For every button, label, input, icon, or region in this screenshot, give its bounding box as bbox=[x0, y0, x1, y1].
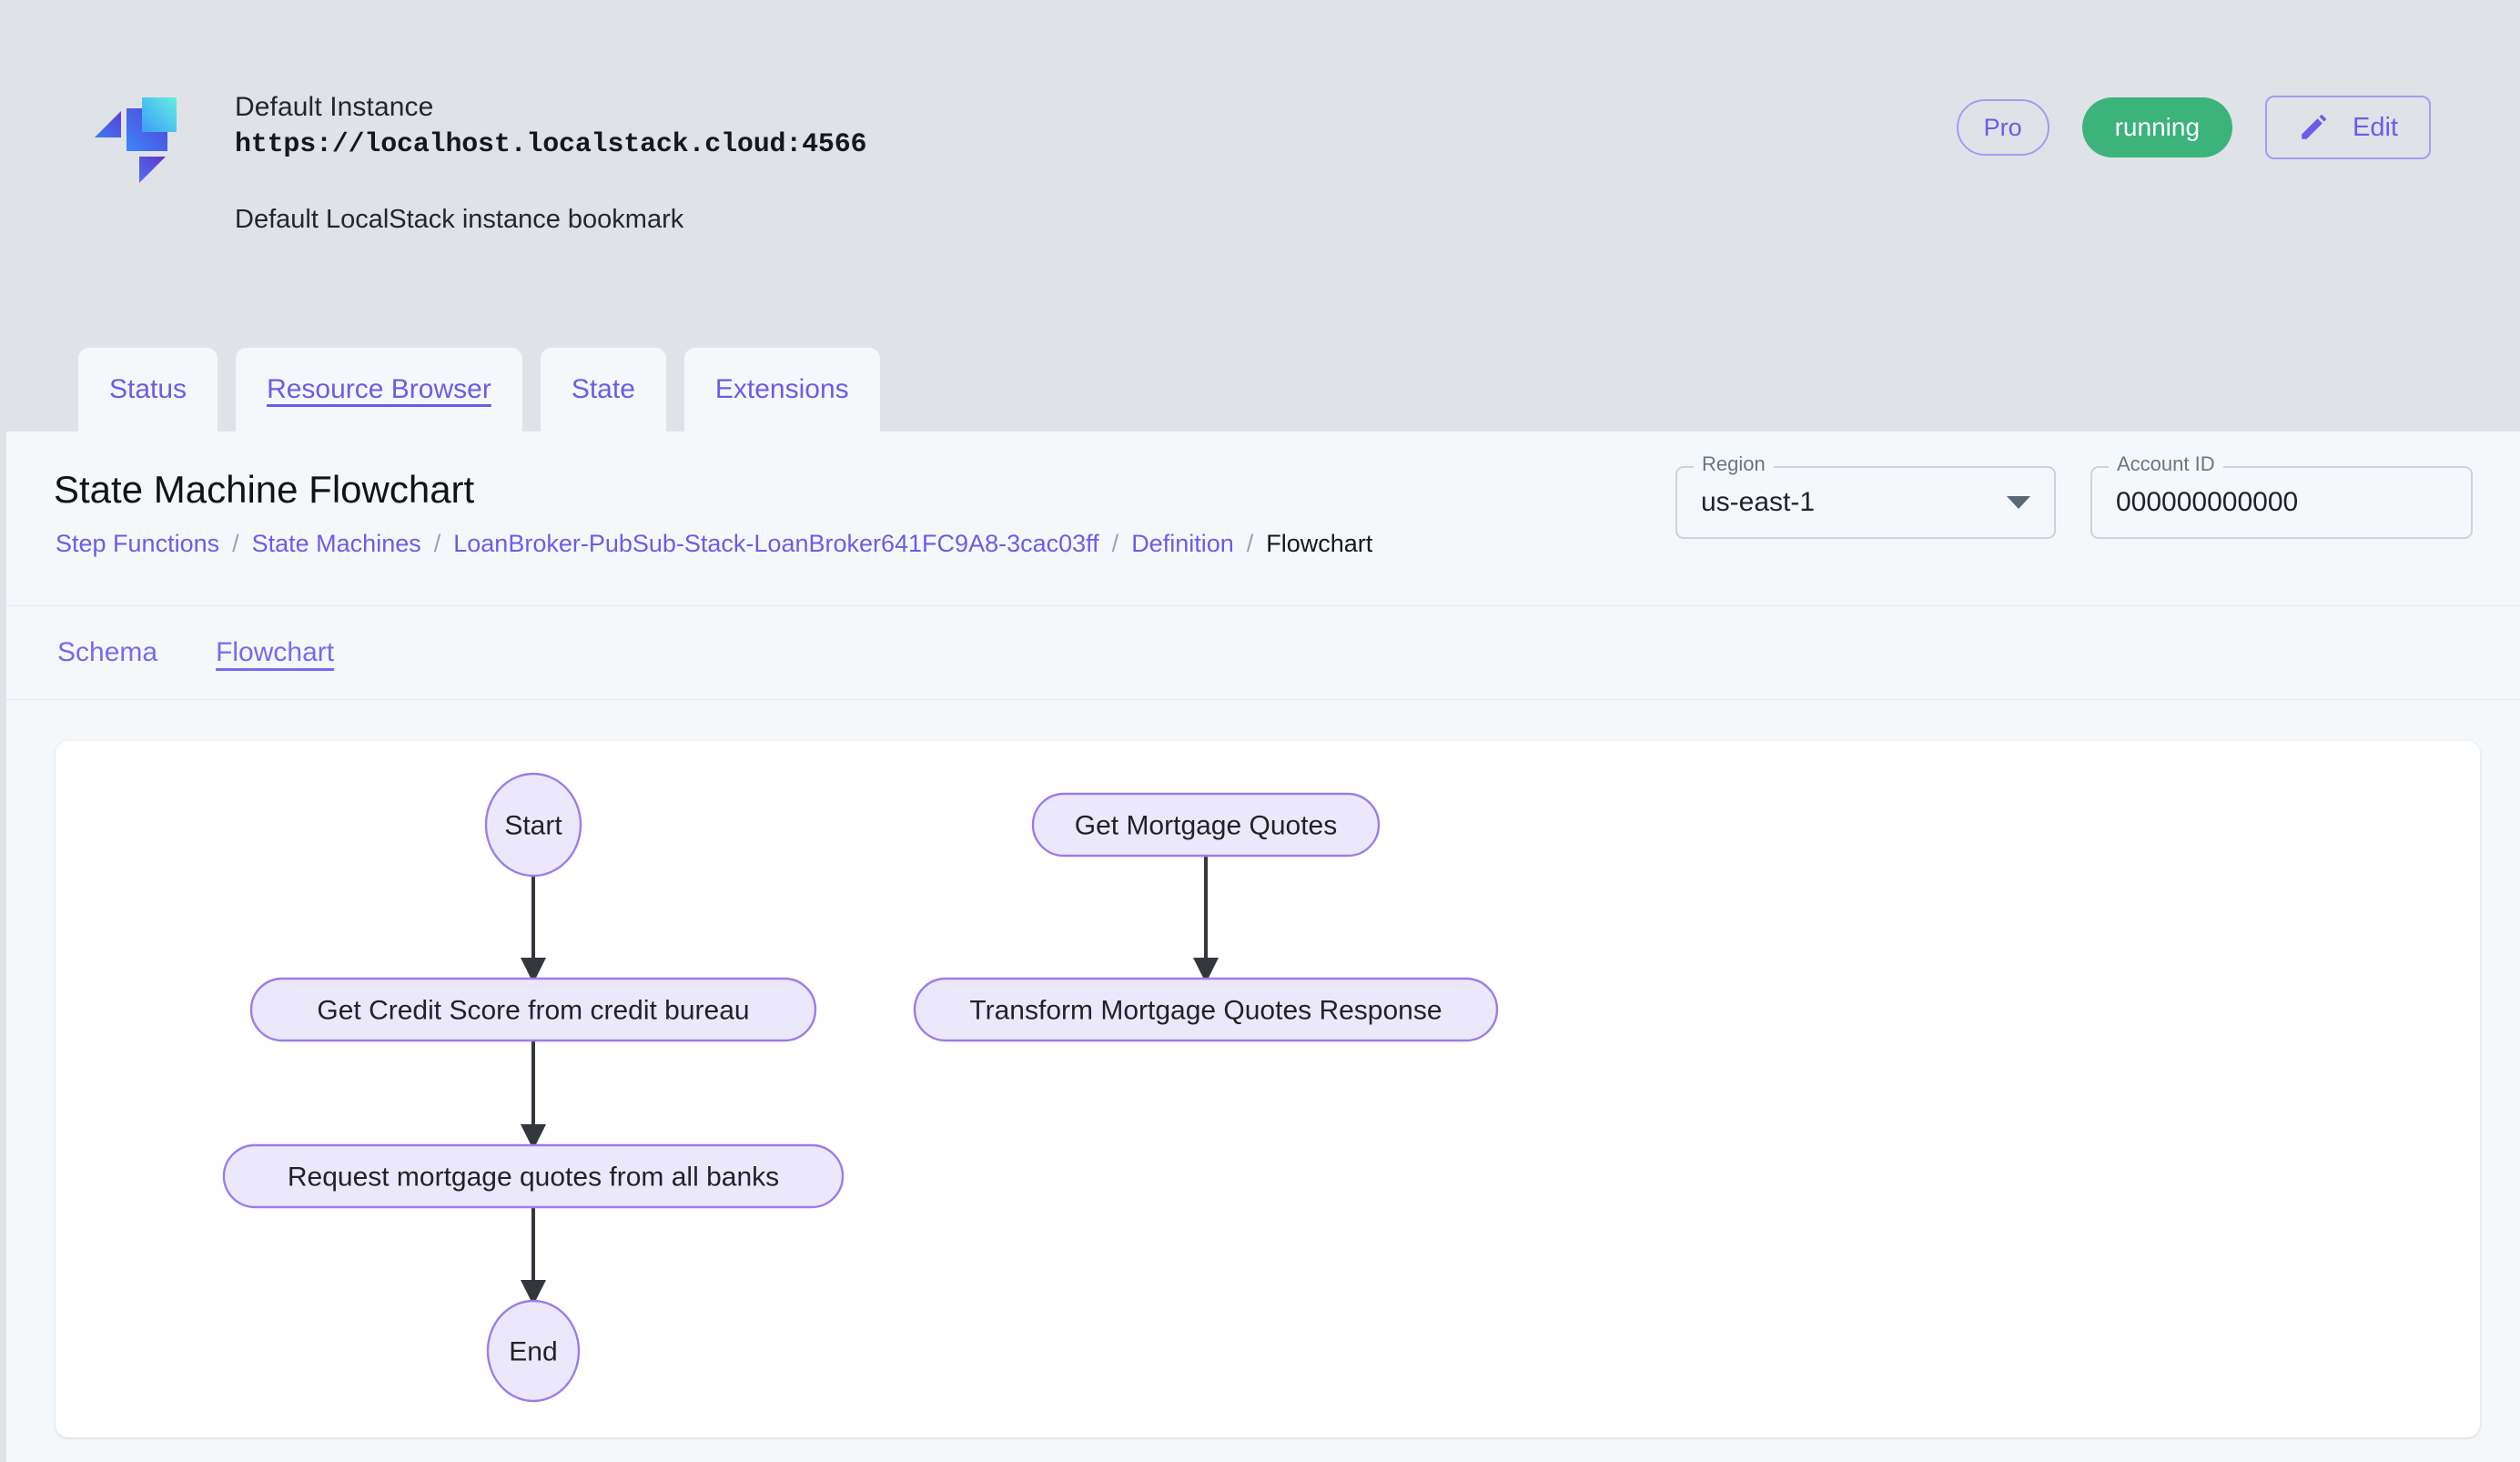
flow-node-label: Get Credit Score from credit bureau bbox=[317, 996, 749, 1026]
flow-node-credit[interactable]: Get Credit Score from credit bureau bbox=[249, 977, 817, 1042]
localstack-logo-icon bbox=[89, 86, 189, 186]
tab-status[interactable]: Status bbox=[78, 348, 218, 431]
filter-fields: Region us-east-1 Account ID 000000000000 bbox=[1675, 452, 2473, 539]
subtab-schema[interactable]: Schema bbox=[57, 637, 158, 667]
breadcrumb-separator: / bbox=[433, 530, 441, 557]
flow-node-transform[interactable]: Transform Mortgage Quotes Response bbox=[913, 977, 1499, 1042]
edit-button[interactable]: Edit bbox=[2265, 96, 2431, 159]
content-panel: State Machine Flowchart Step Functions /… bbox=[6, 431, 2520, 1462]
flow-node-quotes[interactable]: Get Mortgage Quotes bbox=[1031, 792, 1381, 858]
breadcrumb-state-machines[interactable]: State Machines bbox=[251, 530, 421, 557]
pencil-icon bbox=[2298, 112, 2329, 143]
breadcrumb-definition[interactable]: Definition bbox=[1131, 530, 1234, 557]
page-title: State Machine Flowchart bbox=[54, 468, 475, 511]
tab-state[interactable]: State bbox=[540, 348, 666, 431]
edit-button-label: Edit bbox=[2353, 112, 2398, 142]
pro-badge[interactable]: Pro bbox=[1956, 99, 2049, 156]
account-id-value: 000000000000 bbox=[2116, 487, 2299, 517]
flow-node-end[interactable]: End bbox=[486, 1299, 581, 1403]
status-badge: running bbox=[2081, 97, 2233, 157]
flow-node-request[interactable]: Request mortgage quotes from all banks bbox=[222, 1143, 845, 1209]
main-tabs: Status Resource Browser State Extensions bbox=[78, 348, 880, 431]
breadcrumb-flowchart: Flowchart bbox=[1266, 530, 1373, 557]
flow-node-shape bbox=[222, 1143, 845, 1209]
chevron-down-icon bbox=[2007, 496, 2030, 509]
flow-node-shape bbox=[1031, 792, 1381, 858]
flow-node-label: Get Mortgage Quotes bbox=[1075, 811, 1338, 841]
flow-node-label: Start bbox=[504, 811, 562, 841]
flow-node-label: Transform Mortgage Quotes Response bbox=[969, 996, 1442, 1026]
tab-resource-browser[interactable]: Resource Browser bbox=[236, 348, 522, 431]
breadcrumb-separator: / bbox=[1111, 530, 1119, 557]
flow-node-label: End bbox=[509, 1337, 557, 1367]
region-value: us-east-1 bbox=[1701, 487, 1816, 517]
tab-extensions[interactable]: Extensions bbox=[683, 348, 880, 431]
flow-node-label: Request mortgage quotes from all banks bbox=[288, 1162, 779, 1193]
instance-description: Default LocalStack instance bookmark bbox=[235, 205, 684, 234]
breadcrumb-separator: / bbox=[232, 530, 239, 557]
breadcrumb-state-machine-name[interactable]: LoanBroker-PubSub-Stack-LoanBroker641FC9… bbox=[453, 530, 1099, 557]
flow-node-shape bbox=[913, 977, 1499, 1042]
sub-tabs: Schema Flowchart bbox=[6, 606, 2520, 700]
panel-header: State Machine Flowchart Step Functions /… bbox=[6, 431, 2520, 606]
flow-node-shape bbox=[249, 977, 817, 1042]
account-id-field[interactable]: Account ID 000000000000 bbox=[2090, 452, 2473, 539]
breadcrumb-separator: / bbox=[1246, 530, 1254, 557]
breadcrumb: Step Functions / State Machines / LoanBr… bbox=[56, 530, 1372, 558]
breadcrumb-step-functions[interactable]: Step Functions bbox=[56, 530, 220, 557]
instance-url: https://localhost.localstack.cloud:4566 bbox=[235, 129, 867, 160]
flow-node-shape bbox=[484, 772, 582, 878]
subtab-flowchart[interactable]: Flowchart bbox=[216, 637, 335, 667]
flow-node-shape bbox=[486, 1299, 581, 1403]
region-label: Region bbox=[1694, 452, 1774, 476]
flow-node-start[interactable]: Start bbox=[484, 772, 582, 878]
instance-name: Default Instance bbox=[235, 92, 434, 122]
account-id-label: Account ID bbox=[2109, 452, 2223, 476]
region-select[interactable]: Region us-east-1 bbox=[1675, 452, 2056, 539]
